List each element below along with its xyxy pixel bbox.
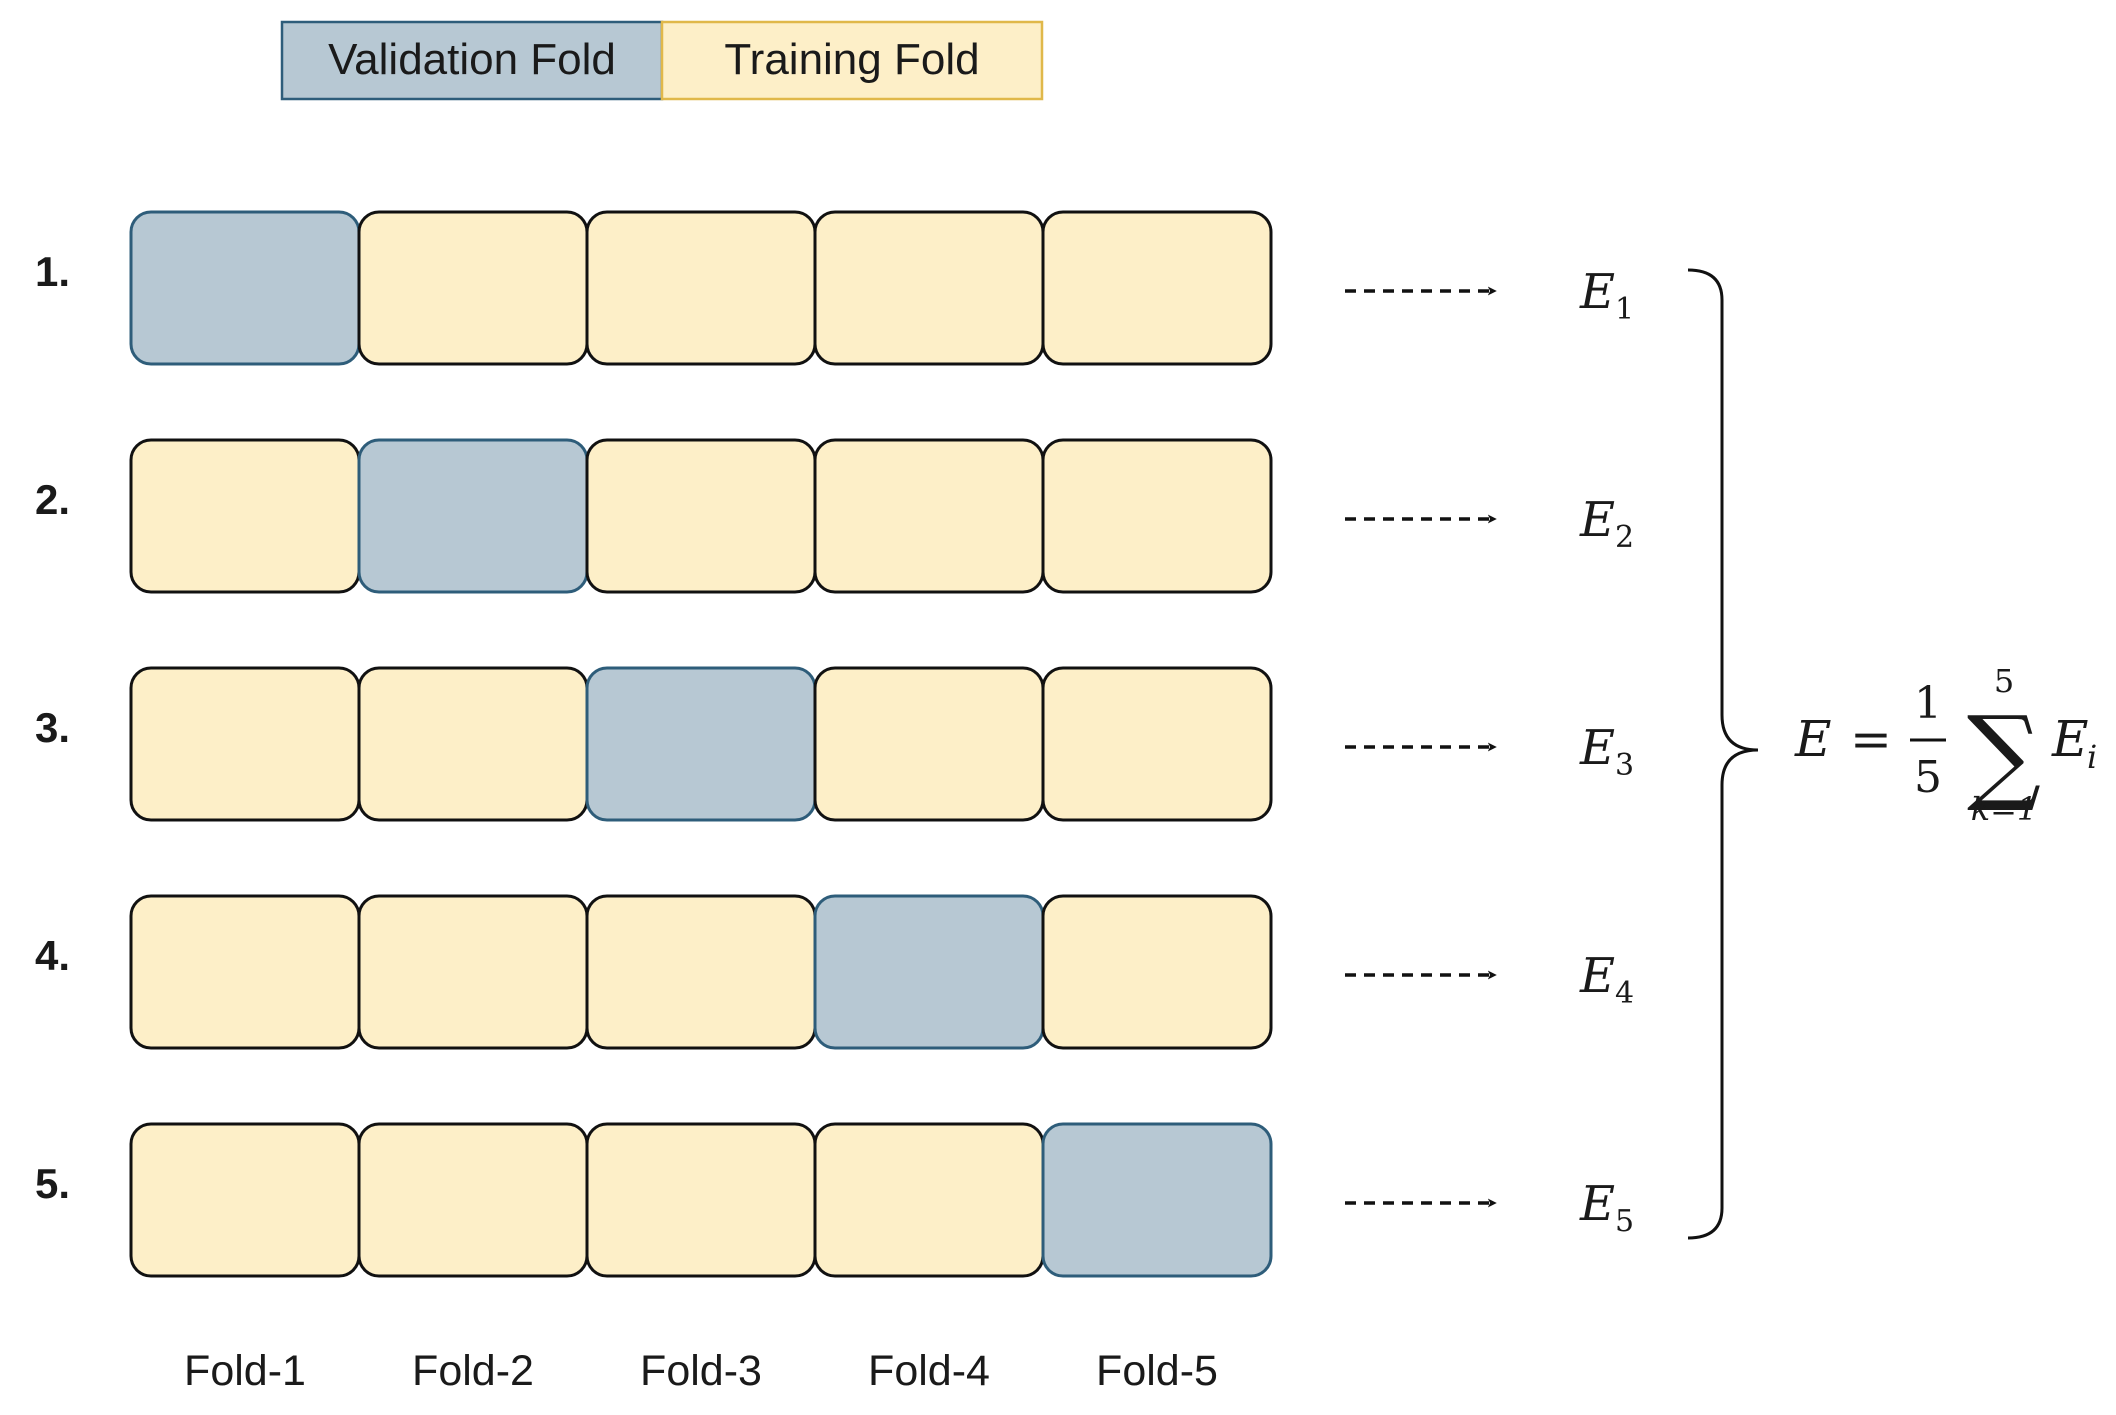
fold-label: Fold-1 xyxy=(184,1347,306,1395)
error-label-subscript: 1 xyxy=(1615,292,1634,327)
legend-training-label: Training Fold xyxy=(724,35,979,84)
error-label: E xyxy=(1579,948,1615,1004)
row-label: 3. xyxy=(35,704,70,751)
curly-brace xyxy=(1687,268,1759,1240)
formula-sum-symbol: ∑ xyxy=(1967,693,2041,815)
training-fold-cell xyxy=(357,894,589,1050)
training-fold-cell xyxy=(813,438,1045,594)
row-label: 2. xyxy=(35,476,70,523)
training-fold-cell xyxy=(129,1122,361,1278)
training-fold-cell xyxy=(357,1122,589,1278)
formula-term-sub: i xyxy=(2087,738,2097,776)
legend-training-swatch xyxy=(660,20,1044,101)
error-label: E xyxy=(1579,1176,1615,1232)
formula-sum-upper: 5 xyxy=(1994,662,2014,700)
average-error-formula: E = 1 5 5 ∑ k=1 E i xyxy=(1794,662,2097,828)
fold-labels: Fold-1 Fold-2 Fold-3 Fold-4 Fold-5 xyxy=(184,1347,1218,1395)
error-label-subscript: 5 xyxy=(1615,1204,1634,1239)
formula-sum-lower: k=1 xyxy=(1971,790,2038,828)
error-label: E xyxy=(1579,720,1615,776)
formula-term-base: E xyxy=(2051,710,2089,768)
training-fold-cell xyxy=(585,1122,817,1278)
training-fold-cell xyxy=(813,666,1045,822)
training-fold-cell xyxy=(357,666,589,822)
row-label: 5. xyxy=(35,1160,70,1207)
training-fold-cell xyxy=(585,438,817,594)
fold-label: Fold-4 xyxy=(868,1347,990,1395)
validation-fold-cell xyxy=(357,438,589,594)
fold-label: Fold-2 xyxy=(412,1347,534,1395)
formula-equals: = xyxy=(1850,710,1892,768)
row-label: 1. xyxy=(35,248,70,295)
training-fold-cell xyxy=(129,666,361,822)
legend-validation-swatch xyxy=(280,20,664,101)
training-fold-cell xyxy=(813,210,1045,366)
training-fold-cell xyxy=(585,210,817,366)
training-fold-cell xyxy=(1041,438,1273,594)
legend: Validation Fold Training Fold xyxy=(280,20,1044,101)
validation-fold-cell xyxy=(585,666,817,822)
training-fold-cell xyxy=(129,894,361,1050)
formula-lhs: E xyxy=(1794,710,1832,768)
error-label: E xyxy=(1579,264,1615,320)
training-fold-cell xyxy=(813,1122,1045,1278)
validation-fold-cell xyxy=(813,894,1045,1050)
training-fold-cell xyxy=(585,894,817,1050)
fold-label: Fold-3 xyxy=(640,1347,762,1395)
formula-fraction-numerator: 1 xyxy=(1914,678,1942,729)
formula-fraction-denominator: 5 xyxy=(1914,752,1942,803)
training-fold-cell xyxy=(357,210,589,366)
error-label-subscript: 4 xyxy=(1615,976,1634,1011)
training-fold-cell xyxy=(1041,210,1273,366)
training-fold-cell xyxy=(1041,666,1273,822)
validation-fold-cell xyxy=(1041,1122,1273,1278)
training-fold-cell xyxy=(129,438,361,594)
row-label: 4. xyxy=(35,932,70,979)
fold-label: Fold-5 xyxy=(1096,1347,1218,1395)
error-label-subscript: 3 xyxy=(1615,748,1634,783)
error-label: E xyxy=(1579,492,1615,548)
error-label-subscript: 2 xyxy=(1615,520,1634,555)
legend-validation-label: Validation Fold xyxy=(328,35,616,84)
validation-fold-cell xyxy=(129,210,361,366)
training-fold-cell xyxy=(1041,894,1273,1050)
